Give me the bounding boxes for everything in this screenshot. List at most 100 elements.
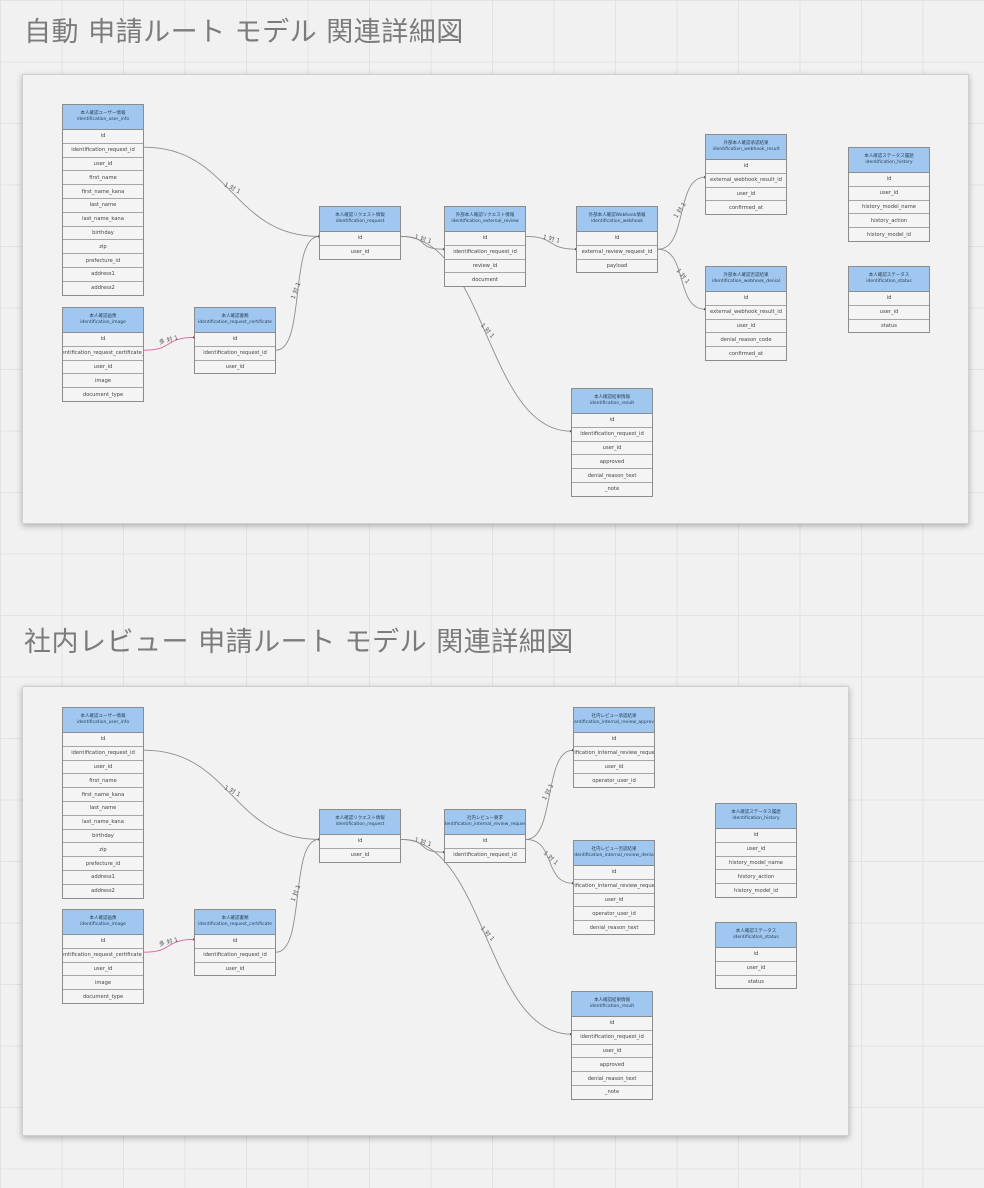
entity-table-identification-image[interactable]: 本人確認画像identification_imageididentificati…	[62, 307, 144, 402]
entity-field: user_id	[716, 960, 796, 975]
entity-field: approved	[572, 454, 652, 468]
entity-field: last_name	[63, 800, 143, 815]
relation-label: 1 対 1	[675, 267, 692, 286]
entity-field: user_id	[574, 892, 654, 907]
entity-field: identification_request_id	[195, 947, 275, 962]
entity-field: user_id	[849, 304, 929, 319]
entity-field: id	[743, 163, 749, 170]
entity-title-jp: 外部本人確認Webhook情報	[588, 213, 646, 218]
entity-title-en: identification_internal_review_denial	[574, 853, 654, 858]
entity-title-en: identification_request_certificate	[198, 922, 272, 927]
relation-line	[400, 235, 572, 432]
entity-field: external_webhook_result_id	[706, 172, 786, 187]
entity-title-en: identification_request	[335, 822, 385, 827]
entity-field: identification_request_id	[445, 244, 525, 259]
entity-field: last_name_kana	[63, 211, 143, 226]
relation-line	[275, 838, 320, 953]
entity-field: id	[886, 176, 892, 183]
relation-line	[143, 938, 195, 953]
entity-field: external_review_request_id	[577, 244, 657, 259]
entity-field: identification_request_certificate_id	[63, 345, 143, 360]
entity-title-jp: 外部本人確認リクエスト情報	[455, 213, 515, 218]
entity-field: first_name_kana	[63, 184, 143, 198]
entity-field: id	[100, 133, 106, 140]
entity-field: user_id	[706, 186, 786, 201]
entity-field: id	[743, 295, 749, 302]
entity-title-jp: 本人確認リクエスト情報	[335, 816, 385, 821]
entity-field: image	[63, 975, 143, 989]
relation-line	[143, 146, 320, 237]
entity-title-en: identification_result	[589, 401, 635, 406]
entity-field: operator_user_id	[574, 906, 654, 920]
entity-field: last_name	[63, 197, 143, 212]
entity-field: history_model_id	[716, 883, 796, 897]
auto-diagram-title: 自動 申請ルート モデル 関連詳細図	[24, 17, 464, 48]
entity-field: address2	[63, 280, 143, 295]
relation-label: 1 対 1	[672, 200, 688, 219]
entity-table-identification-image[interactable]: 本人確認画像identification_imageididentificati…	[62, 909, 144, 1004]
entity-field: user_id	[572, 440, 652, 455]
entity-title-en: identification_internal_review_request	[445, 822, 525, 827]
entity-field: user_id	[320, 847, 400, 862]
entity-title-en: identification_webhook_denial	[712, 279, 780, 284]
entity-field: review_id	[445, 258, 525, 273]
relation-line	[525, 749, 574, 840]
entity-field: user_id	[63, 961, 143, 976]
entity-field: history_action	[849, 213, 929, 227]
entity-field: identification_request_id	[63, 745, 143, 760]
entity-field: user_id	[63, 156, 143, 171]
entity-field: status	[849, 318, 929, 333]
entity-field: birthday	[63, 828, 143, 843]
entity-field: first_name_kana	[63, 787, 143, 801]
review-diagram-title: 社内レビュー 申請ルート モデル 関連詳細図	[24, 627, 574, 658]
entity-field: document_type	[63, 989, 143, 1003]
entity-field: identification_request_id	[195, 345, 275, 360]
entity-title-jp: 本人確認リクエスト情報	[335, 213, 385, 218]
entity-title-en: identification_request_certificate	[198, 320, 272, 325]
entity-title-jp: 外部本人確認否認結果	[723, 273, 769, 278]
entity-field: zip	[63, 842, 143, 856]
entity-field: history_model_id	[849, 227, 929, 241]
entity-field: history_action	[716, 869, 796, 883]
entity-field: id	[482, 235, 488, 242]
entity-field: identification_request_certificate_id	[63, 947, 143, 962]
entity-field: first_name	[63, 773, 143, 787]
entity-title-jp: 本人確認結果情報	[594, 395, 630, 400]
entity-field: _note	[572, 1084, 652, 1099]
entity-field: id	[232, 938, 238, 945]
entity-field: address2	[63, 883, 143, 898]
entity-field: id	[753, 951, 759, 958]
entity-field: id	[753, 832, 759, 839]
entity-field: user_id	[63, 359, 143, 374]
entity-field: payload	[577, 258, 657, 273]
relation-line	[525, 235, 577, 250]
entity-field: denial_reason_code	[706, 332, 786, 346]
